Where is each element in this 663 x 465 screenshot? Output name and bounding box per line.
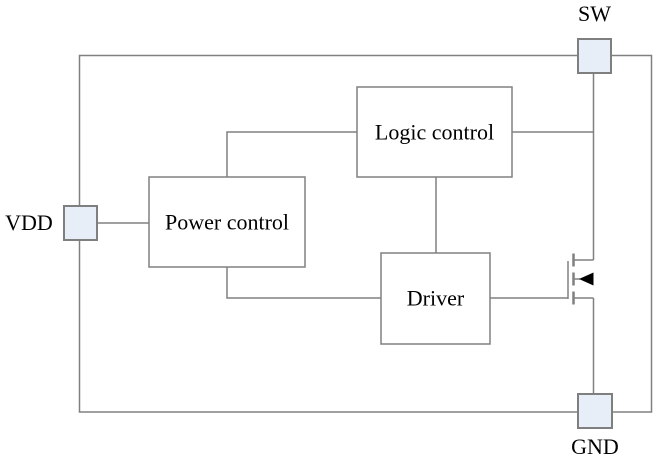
logic-control-label: Logic control [375,120,494,145]
pad-vdd: VDD [5,205,98,241]
driver-label: Driver [407,286,465,311]
power-control-box [148,176,306,268]
pad-sw: SW [577,1,612,74]
driver-box [380,252,491,345]
logic-control-box [356,86,513,178]
nmos-transistor-icon [567,253,594,305]
mosfet-bulk-arrow-icon [579,272,594,286]
wire-power-control-to-logic-control [226,131,357,177]
vdd-pad-label: VDD [5,210,53,235]
wire-power-control-to-driver [226,267,381,299]
block-power-control: Power control [148,176,306,268]
power-control-label: Power control [165,210,289,235]
pad-gnd: GND [571,393,619,459]
gnd-pad [577,393,613,429]
block-driver: Driver [380,252,491,345]
block-logic-control: Logic control [356,86,513,178]
sw-pad-label: SW [578,1,611,26]
gnd-pad-label: GND [571,434,619,459]
sw-pad [577,38,612,74]
vdd-pad [63,205,98,241]
